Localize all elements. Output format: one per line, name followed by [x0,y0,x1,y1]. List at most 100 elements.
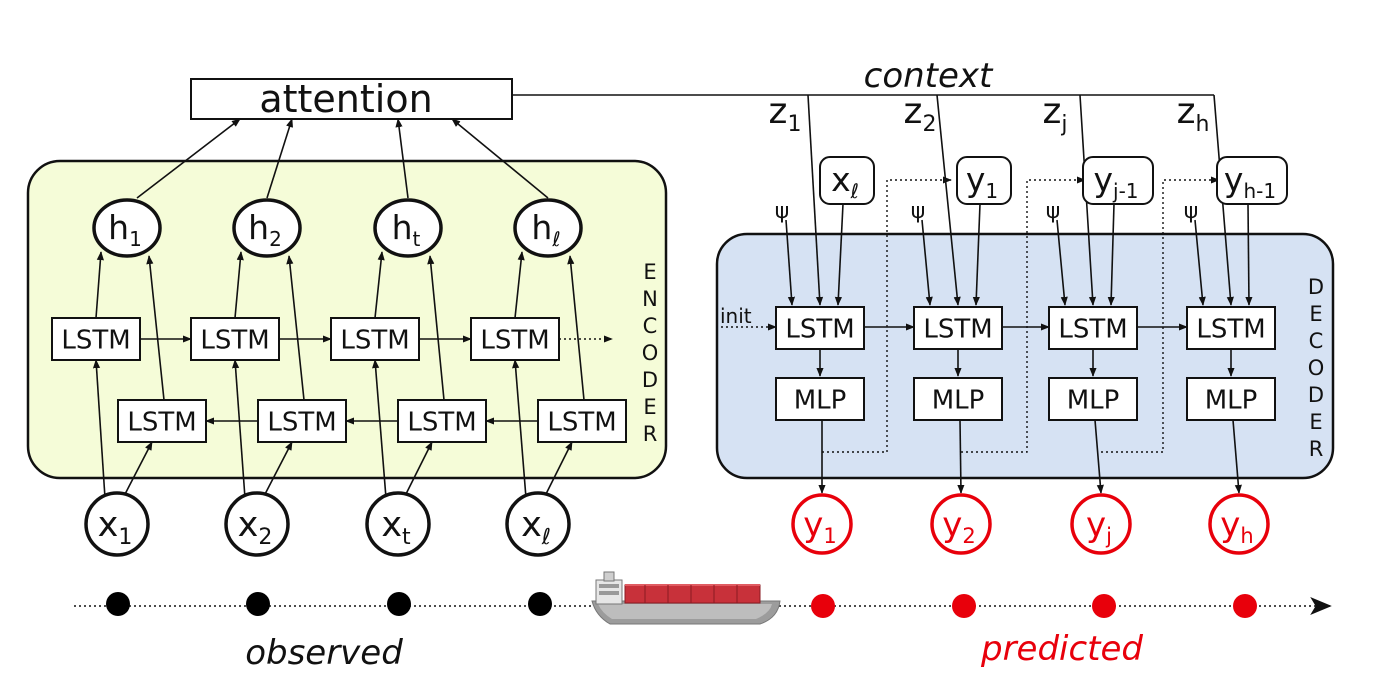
dec-edge-feedback-1 [822,176,952,453]
enc-edge-bwd-to-h-4 [567,255,585,401]
enc-edge-h-to-attention-3 [395,118,409,199]
dec-prev-input-label-2: y1 [966,160,998,203]
enc-bwd-lstm-2 [257,399,347,443]
dec-mlp-1-label: MLP [794,385,847,415]
dec-mlp-4 [1186,377,1276,421]
enc-hidden-label-3: ht [392,208,421,251]
dec-edge-psi-2 [921,219,933,306]
enc-input-label-1: x1 [98,505,133,550]
observed-label: observed [245,633,403,673]
enc-edge-h-to-attention-1 [136,118,241,199]
enc-fwd-lstm-2-label: LSTM [200,325,269,355]
encoder-side-letter-2: N [642,287,658,311]
dec-output-label-2: y2 [942,505,976,548]
encoder-side-letter-3: C [643,314,658,338]
observed-dot-1 [106,592,130,616]
dec-z-label-2: z2 [904,91,937,137]
enc-input-label-2: x2 [238,505,273,550]
predicted-dot-3 [1092,594,1116,618]
dec-prev-input-label-4: yh-1 [1224,160,1276,203]
dec-output-label-3: yj [1086,505,1112,548]
enc-hidden-node-1 [92,198,162,258]
enc-edge-fwd-to-h-4 [514,251,525,319]
enc-input-node-4 [505,491,571,557]
enc-edge-h-to-attention-4 [451,118,549,199]
enc-bwd-lstm-4 [537,399,627,443]
dec-psi-label-3: ψ [1046,199,1061,224]
edges-layer [92,94,1253,499]
dec-edge-psi-1 [785,219,796,306]
enc-edge-x-to-fwd-2 [231,359,246,499]
dec-z-label-4: zh [1177,91,1210,137]
enc-hidden-label-1: h1 [108,208,142,251]
dec-edge-prev-to-lstm-2 [972,203,981,306]
encoder-side-letter-4: O [642,341,659,365]
dec-output-label-1: y1 [803,505,837,548]
dec-psi-label-2: ψ [911,199,926,224]
dec-mlp-1 [775,377,865,421]
dec-lstm-1-label: LSTM [785,314,854,344]
dec-z-label-3: zj [1042,91,1067,137]
enc-input-node-1 [84,491,150,557]
dec-lstm-1 [775,306,865,350]
encoder-side-letter-6: E [643,395,656,419]
enc-edge-x-to-fwd-3 [372,359,387,499]
decoder-side-letter-4: O [1308,356,1325,380]
observed-dot-4 [528,592,552,616]
dec-output-node-2 [930,493,992,555]
enc-bwd-lstm-1 [117,399,207,443]
enc-edge-bwd-to-h-2 [286,255,305,401]
dec-lstm-2 [913,306,1003,350]
enc-edge-bwd-to-h-1 [146,255,165,401]
enc-edge-bwd-to-h-3 [427,255,445,401]
enc-hidden-label-4: hℓ [531,208,560,251]
enc-edge-x-to-bwd-2 [262,441,293,499]
enc-fwd-lstm-4 [470,317,560,361]
enc-fwd-lstm-3-label: LSTM [340,325,409,355]
dec-lstm-3 [1048,306,1138,350]
enc-edge-fwd-to-h-1 [95,251,104,319]
enc-edge-fwd-to-h-2 [234,251,244,319]
dec-psi-label-1: ψ [775,199,790,224]
enc-bwd-lstm-2-label: LSTM [267,407,336,437]
predicted-dot-1 [811,594,835,618]
enc-fwd-lstm-4-label: LSTM [480,325,549,355]
dec-edge-mlp-to-out-2 [957,419,965,494]
enc-edge-x-to-fwd-1 [92,359,106,499]
enc-hidden-node-4 [513,198,583,258]
enc-input-label-3: xt [381,505,411,550]
dec-mlp-3 [1048,377,1138,421]
dec-prev-input-4 [1216,156,1288,205]
dec-edge-mlp-to-out-3 [1094,419,1104,494]
dec-output-node-4 [1208,493,1270,555]
enc-edge-h-to-attention-2 [266,118,293,199]
dec-mlp-4-label: MLP [1205,385,1258,415]
attention-box [190,78,513,120]
dec-z-label-1: z1 [769,91,802,137]
enc-bwd-lstm-3-label: LSTM [407,407,476,437]
predicted-label: predicted [980,629,1143,669]
decoder-side-letter-3: C [1309,329,1324,353]
enc-bwd-lstm-4-label: LSTM [547,407,616,437]
predicted-dot-2 [952,594,976,618]
ship-icon [591,571,781,625]
dec-lstm-4-label: LSTM [1196,314,1265,344]
dec-mlp-2 [913,377,1003,421]
timeline [74,592,1332,618]
dec-output-label-4: yh [1220,505,1253,548]
dec-lstm-3-label: LSTM [1058,314,1127,344]
enc-edge-fwd-to-h-3 [374,251,385,319]
enc-fwd-lstm-2 [190,317,280,361]
enc-hidden-node-2 [232,198,302,258]
enc-edge-x-to-fwd-4 [512,359,527,499]
dec-mlp-3-label: MLP [1067,385,1120,415]
dec-prev-input-label-1: xℓ [831,160,859,203]
dec-edge-mlp-to-out-4 [1232,419,1242,494]
enc-input-label-4: xℓ [521,505,551,550]
dec-output-node-1 [791,493,853,555]
dec-edge-context-z-2 [936,94,961,306]
decoder-layer: LSTMMLPxℓz1ψy1LSTMMLPy1z2ψy2LSTMMLPyj-1z… [720,91,1288,555]
enc-bwd-lstm-3 [397,399,487,443]
decoder-side-letter-6: E [1309,410,1322,434]
